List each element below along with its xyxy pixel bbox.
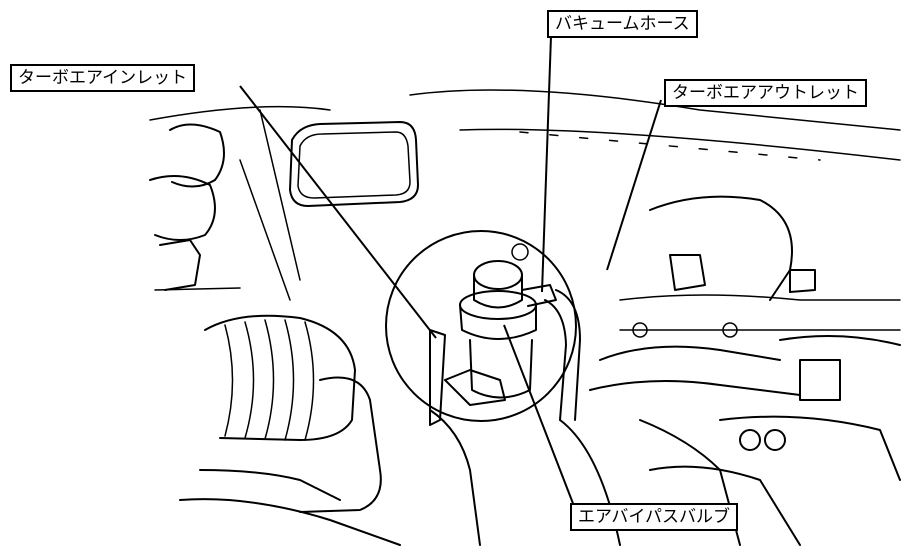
label-vacuum-hose: バキュームホース (547, 10, 698, 38)
leader-turbo-air-outlet (606, 99, 662, 271)
engine-parts-linework (149, 89, 901, 546)
label-turbo-air-outlet: ターボエアアウトレット (664, 79, 867, 107)
leader-vacuum-hose (541, 35, 552, 293)
label-turbo-air-inlet: ターボエアインレット (10, 64, 196, 92)
leader-lines (239, 35, 662, 507)
highlight-circle (385, 230, 577, 422)
air-bypass-valve-drawing (459, 260, 581, 421)
leader-air-bypass-valve (503, 324, 575, 507)
label-air-bypass-valve: エアバイパスバルブ (570, 503, 738, 531)
leader-turbo-air-inlet (239, 85, 437, 339)
